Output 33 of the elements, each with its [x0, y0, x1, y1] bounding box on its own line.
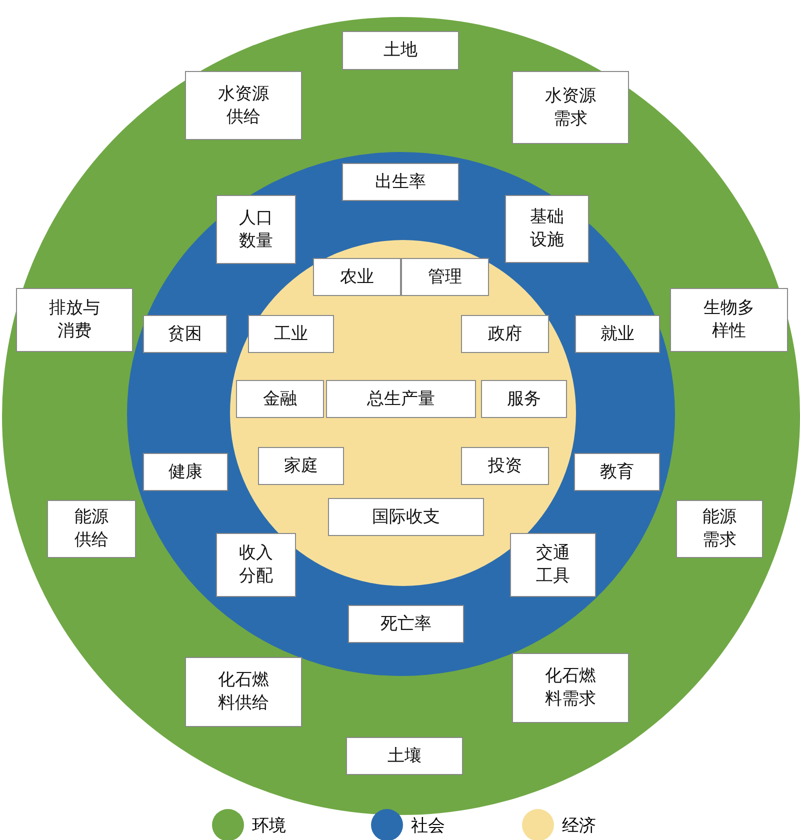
- factor-label: 就业: [575, 315, 660, 353]
- factor-label: 服务: [481, 380, 567, 418]
- factor-label: 工业: [248, 315, 334, 353]
- factor-label: 管理: [401, 258, 489, 296]
- factor-label: 水资源需求: [512, 71, 629, 144]
- factor-label: 交通工具: [510, 533, 596, 597]
- factor-label: 基础设施: [505, 195, 589, 263]
- factor-label: 政府: [461, 315, 549, 353]
- legend-label: 经济: [562, 814, 596, 836]
- legend-label: 社会: [411, 814, 445, 836]
- factor-label: 土地: [342, 31, 459, 70]
- factor-label: 能源需求: [676, 500, 763, 558]
- legend-label: 环境: [252, 814, 286, 836]
- factor-label: 家庭: [258, 447, 344, 485]
- factor-label: 死亡率: [348, 605, 464, 643]
- factor-label: 总生产量: [326, 380, 476, 418]
- factor-label: 金融: [236, 380, 324, 418]
- factor-label: 排放与消费: [16, 288, 133, 352]
- factor-label: 教育: [574, 453, 660, 491]
- factor-label: 农业: [313, 258, 401, 296]
- factor-label: 贫困: [143, 315, 227, 353]
- factor-label: 化石燃料供给: [185, 657, 302, 727]
- factor-label: 人口数量: [216, 195, 296, 264]
- factor-label: 国际收支: [328, 498, 484, 536]
- factor-label: 健康: [143, 453, 228, 491]
- factor-label: 出生率: [342, 163, 459, 201]
- factor-label: 化石燃料需求: [512, 653, 629, 723]
- factor-label: 土壤: [346, 737, 463, 775]
- factor-label: 水资源供给: [185, 71, 302, 140]
- factor-label: 生物多样性: [670, 288, 788, 352]
- factor-label: 投资: [461, 447, 549, 485]
- factor-label: 能源供给: [47, 500, 136, 558]
- factor-label: 收入分配: [216, 533, 296, 597]
